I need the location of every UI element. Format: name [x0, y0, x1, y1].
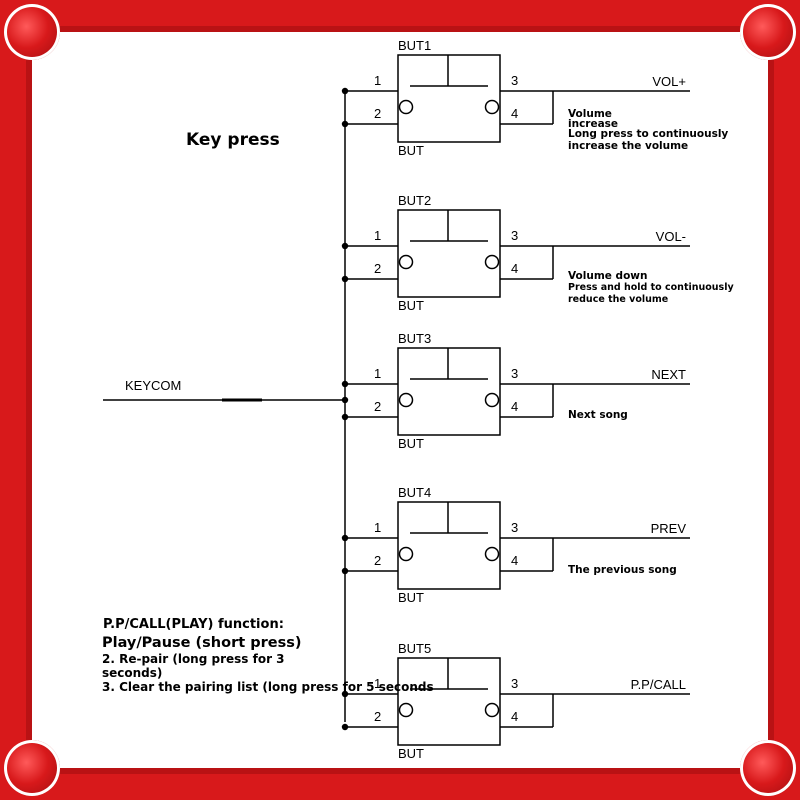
note-line: Long press to continuously [568, 128, 729, 140]
diagram-title: Key press [186, 130, 280, 150]
contact-right [484, 254, 500, 270]
pin-label: 2 [374, 261, 381, 276]
note-line: Press and hold to continuously [568, 282, 734, 293]
button-body [397, 501, 501, 590]
button-note: Next song [568, 409, 628, 421]
pin-label: 2 [374, 399, 381, 414]
pin-label: 1 [374, 73, 381, 88]
pin-label: 1 [374, 676, 381, 691]
button-bottom-label: BUT [398, 298, 424, 313]
note-line: Volume down [568, 270, 648, 282]
junction-dot [341, 690, 349, 698]
function-line: 2. Re-pair (long press for 3 [102, 652, 285, 666]
contact-left [398, 546, 414, 562]
pin-label: 4 [511, 709, 518, 724]
pin-label: 1 [374, 228, 381, 243]
corner-ornament-top-left [4, 4, 60, 60]
button-body [397, 347, 501, 436]
keycom-label: KEYCOM [125, 378, 181, 393]
pin-label: 2 [374, 106, 381, 121]
pin-label: 4 [511, 399, 518, 414]
note-line: The previous song [568, 564, 677, 576]
corner-ornament-top-right [740, 4, 796, 60]
button-bottom-label: BUT [398, 436, 424, 451]
pin-label: 3 [511, 366, 518, 381]
contact-left [398, 99, 414, 115]
pin-label: 3 [511, 228, 518, 243]
function-line: 3. Clear the pairing list (long press fo… [102, 680, 434, 694]
button-bottom-label: BUT [398, 143, 424, 158]
button-name: BUT4 [398, 485, 431, 500]
signal-label: P.P/CALL [631, 677, 686, 692]
junction-dot [341, 120, 349, 128]
contact-right [484, 702, 500, 718]
note-line: increase [568, 118, 619, 130]
pin-label: 2 [374, 709, 381, 724]
junction-dot [341, 275, 349, 283]
contact-right [484, 99, 500, 115]
note-line: Volume [568, 108, 612, 120]
button-name: BUT2 [398, 193, 431, 208]
junction-dot [341, 380, 349, 388]
note-line: increase the volume [568, 140, 689, 152]
button-body [397, 657, 501, 746]
junction-dot [341, 534, 349, 542]
button-body [397, 54, 501, 143]
button-note: The previous song [568, 564, 677, 576]
button-bottom-label: BUT [398, 746, 424, 761]
pin-label: 2 [374, 553, 381, 568]
note-line: reduce the volume [568, 294, 669, 305]
junction-dot [341, 87, 349, 95]
button-body [397, 209, 501, 298]
note-line: Next song [568, 409, 628, 421]
contact-right [484, 392, 500, 408]
corner-ornament-bottom-right [740, 740, 796, 796]
button-name: BUT1 [398, 38, 431, 53]
contact-left [398, 254, 414, 270]
pin-label: 1 [374, 520, 381, 535]
frame-inner-border [26, 26, 774, 774]
pin-label: 3 [511, 676, 518, 691]
button-name: BUT5 [398, 641, 431, 656]
function-heading: P.P/CALL(PLAY) function: [103, 617, 284, 632]
button-bottom-label: BUT [398, 590, 424, 605]
signal-label: PREV [651, 521, 687, 536]
button-name: BUT3 [398, 331, 431, 346]
signal-label: VOL- [656, 229, 686, 244]
signal-label: NEXT [651, 367, 686, 382]
pin-label: 3 [511, 73, 518, 88]
contact-left [398, 392, 414, 408]
contact-left [398, 702, 414, 718]
junction-dot [341, 723, 349, 731]
contact-right [484, 546, 500, 562]
function-line: seconds) [102, 666, 163, 680]
pin-label: 4 [511, 261, 518, 276]
signal-label: VOL+ [652, 74, 686, 89]
pin-label: 3 [511, 520, 518, 535]
corner-ornament-bottom-left [4, 740, 60, 796]
junction-dot [341, 413, 349, 421]
pin-label: 4 [511, 553, 518, 568]
function-description: Play/Pause (short press) 2. Re-pair (lon… [102, 634, 434, 694]
junction-dot [341, 567, 349, 575]
pin-label: 4 [511, 106, 518, 121]
pin-label: 1 [374, 366, 381, 381]
function-line: Play/Pause (short press) [102, 635, 302, 651]
junction-dot [341, 242, 349, 250]
